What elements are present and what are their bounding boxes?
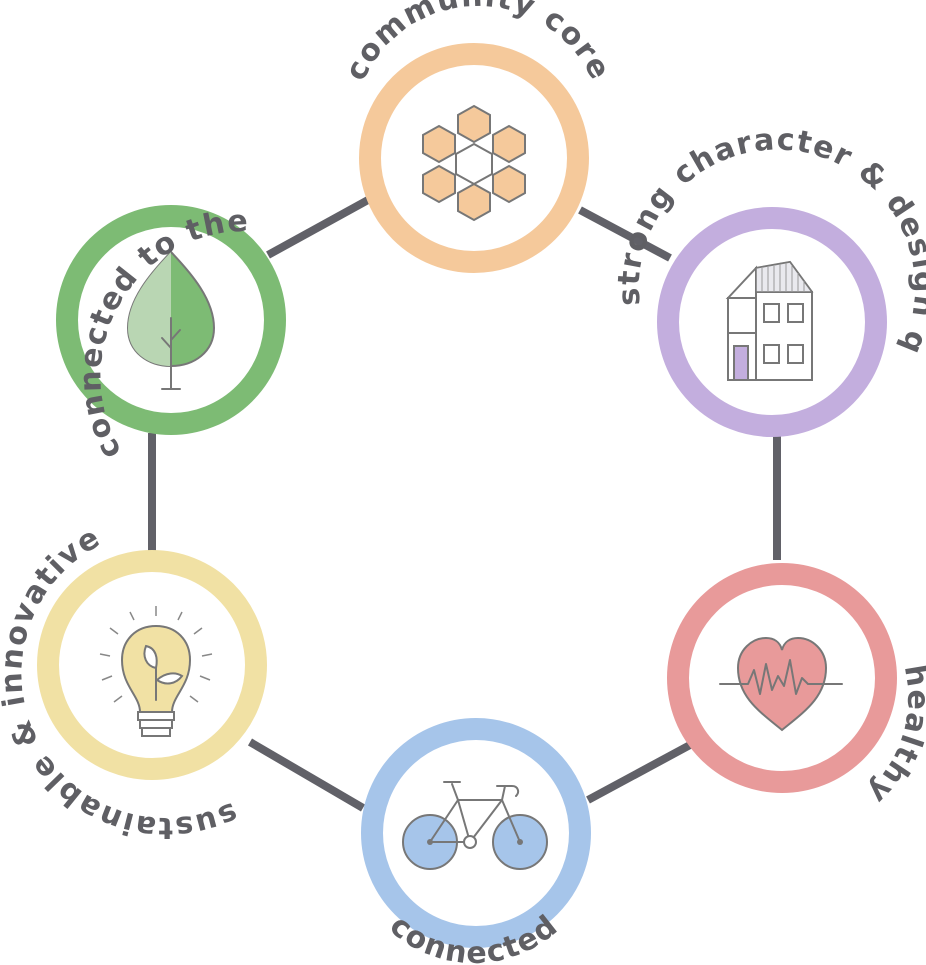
node-sustainable: sustainable & innovative — [0, 520, 267, 845]
node-landscape: connected to the landscape — [0, 0, 286, 465]
house-icon — [725, 260, 814, 381]
edge-landscape-core — [266, 196, 370, 259]
lightbulb-sprout-icon — [99, 606, 213, 737]
edge-healthy-connected — [586, 741, 692, 804]
edge-core-strong — [578, 206, 672, 262]
node-community-core: community core — [338, 0, 616, 273]
edge-connected-sustainable — [247, 738, 366, 812]
node-connected: connected — [361, 718, 591, 965]
node-healthy: healthy — [667, 563, 926, 811]
tree-icon — [126, 250, 216, 390]
connection-lines — [148, 196, 781, 812]
hexagon-cluster-icon — [422, 104, 526, 222]
bicycle-icon — [402, 781, 548, 870]
heart-pulse-icon — [719, 636, 843, 732]
